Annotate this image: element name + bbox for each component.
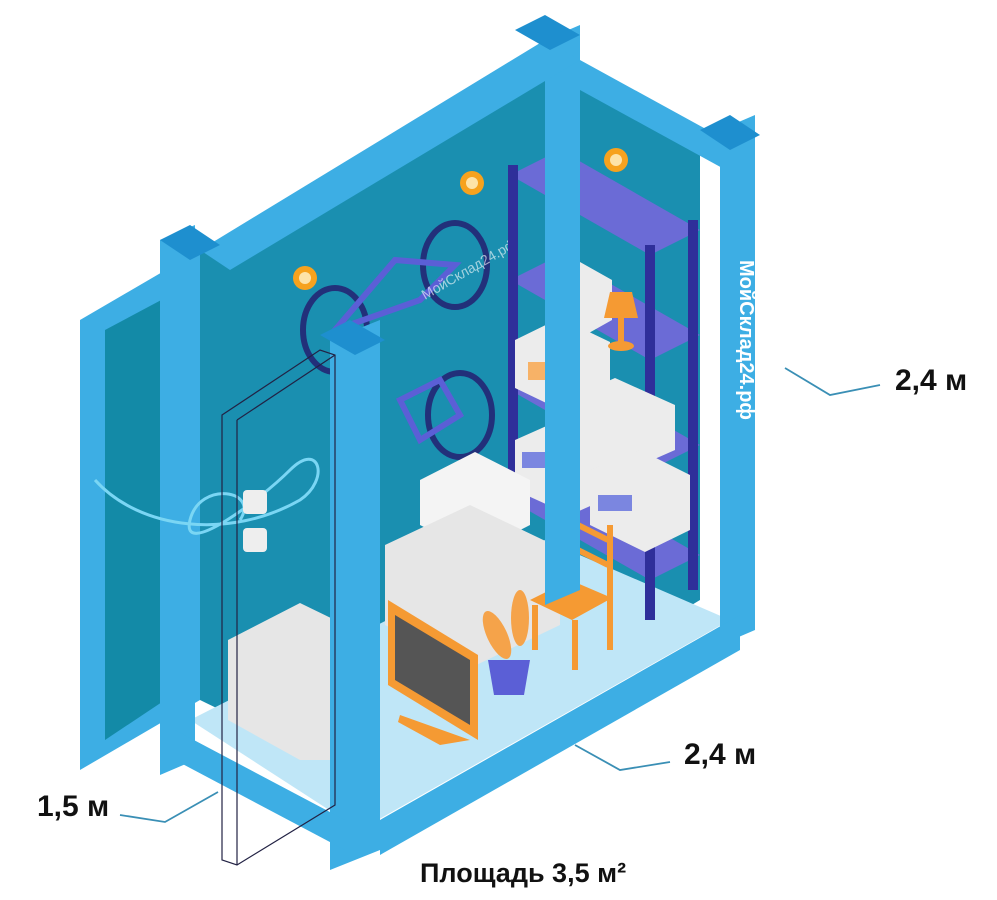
depth-dimension-label: 2,4 м bbox=[684, 738, 757, 771]
cable bbox=[93, 457, 320, 535]
tv-icon bbox=[388, 600, 478, 745]
brand-watermark: МойСклад24.рф bbox=[735, 260, 757, 420]
lamp-icon bbox=[604, 292, 638, 351]
door-outline-icon bbox=[221, 349, 336, 866]
area-label: Площадь 3,5 м² bbox=[420, 858, 627, 888]
height-dimension-label: 2,4 м bbox=[895, 364, 968, 397]
plant-icon bbox=[482, 590, 530, 695]
dimension-lines bbox=[119, 367, 881, 823]
width-dimension-label: 1,5 м bbox=[37, 790, 110, 823]
bulb-icon bbox=[293, 148, 628, 290]
container-frame bbox=[160, 15, 760, 870]
socket-icon bbox=[243, 490, 267, 552]
bicycle-icon bbox=[300, 220, 495, 460]
